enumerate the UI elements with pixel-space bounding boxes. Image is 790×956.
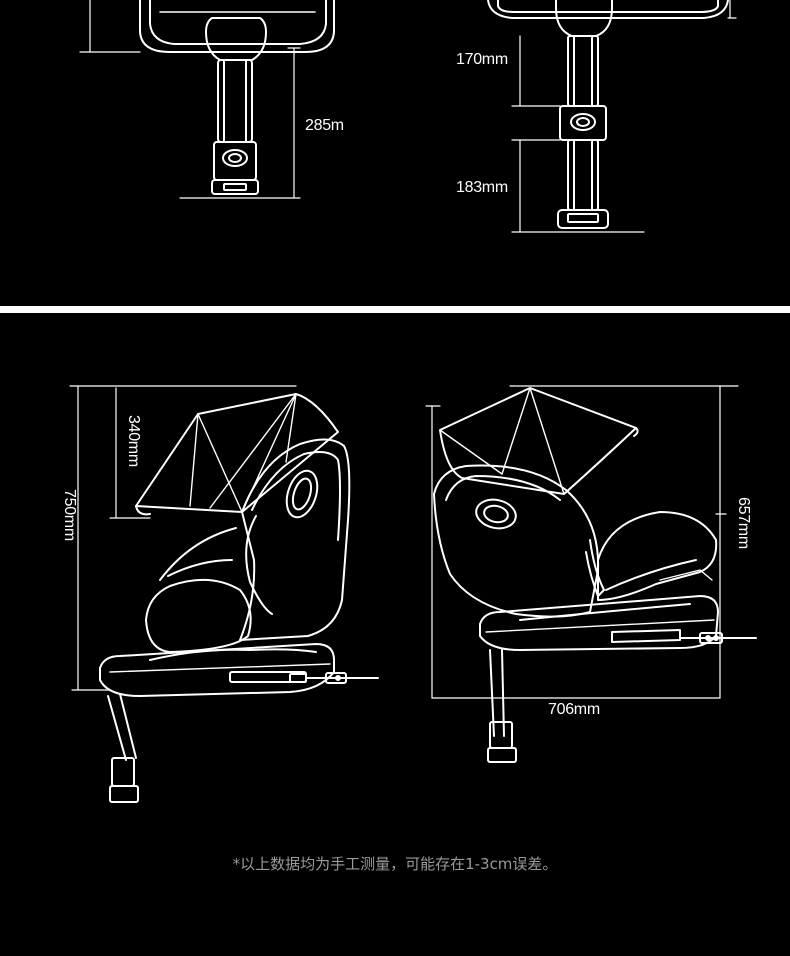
upright-seat-drawing <box>433 387 757 763</box>
bottom-dimension-panel: 750mm 340mm 657mm 706mm <box>0 313 790 956</box>
right-upper-segment-label: 170mm <box>456 51 508 68</box>
upright-height-label: 657mm <box>735 497 752 549</box>
reclined-canopy-label: 340mm <box>125 415 142 467</box>
reclined-total-height-label: 750mm <box>61 489 78 541</box>
left-dimension-lines <box>79 0 301 199</box>
right-dimension-lines <box>511 0 737 233</box>
left-seat-base-drawing <box>139 0 335 195</box>
bottom-panel-drawing <box>69 385 757 803</box>
reclined-dimension-lines <box>69 385 297 691</box>
upright-dimension-lines <box>425 385 739 699</box>
measurement-disclaimer: *以上数据均为手工测量，可能存在1-3cm误差。 <box>232 855 558 873</box>
panel-divider <box>0 306 790 313</box>
reclined-seat-drawing <box>99 393 379 803</box>
right-lower-segment-label: 183mm <box>456 179 508 196</box>
left-leg-height-label: 285m <box>305 117 344 134</box>
upright-depth-label: 706mm <box>548 701 600 718</box>
top-dimension-panel: 285m 170mm 183mm <box>0 0 790 306</box>
right-seat-base-drawing <box>487 0 729 229</box>
top-panel-drawing <box>79 0 737 233</box>
